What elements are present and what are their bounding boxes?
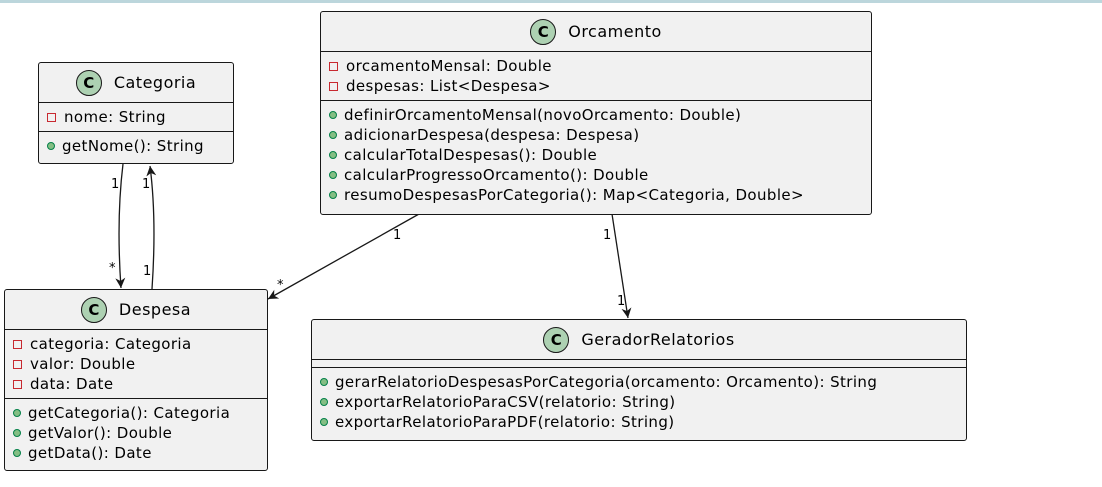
fields-section: orcamentoMensal: Double despesas: List<D… <box>321 52 871 101</box>
public-marker-icon <box>13 409 21 417</box>
field-text: categoria: Categoria <box>30 335 192 353</box>
class-orcamento[interactable]: C Orcamento orcamentoMensal: Double desp… <box>320 11 872 215</box>
method-row: getCategoria(): Categoria <box>13 403 267 423</box>
field-row: valor: Double <box>13 354 267 374</box>
method-row: gerarRelatorioDespesasPorCategoria(orcam… <box>320 372 966 392</box>
field-row: nome: String <box>47 107 233 127</box>
public-marker-icon <box>13 449 21 457</box>
method-row: exportarRelatorioParaCSV(relatorio: Stri… <box>320 392 966 412</box>
class-icon: C <box>75 69 102 96</box>
mult-categoria-despesa-target: * <box>109 261 116 276</box>
edge-despesa-categoria <box>146 165 157 290</box>
method-row: calcularProgressoOrcamento(): Double <box>329 165 871 185</box>
class-header: C Despesa <box>5 290 267 330</box>
class-header: C Categoria <box>39 63 233 103</box>
public-marker-icon <box>13 429 21 437</box>
class-name: GeradorRelatorios <box>581 330 735 349</box>
method-row: resumoDespesasPorCategoria(): Map<Catego… <box>329 185 871 205</box>
method-text: calcularProgressoOrcamento(): Double <box>344 166 649 184</box>
mult-despesa-categoria-source: 1 <box>143 264 151 279</box>
method-text: adicionarDespesa(despesa: Despesa) <box>344 126 640 144</box>
class-icon: C <box>80 296 107 323</box>
method-row: getData(): Date <box>13 443 267 463</box>
method-row: getNome(): String <box>47 136 233 156</box>
methods-section: getCategoria(): Categoria getValor(): Do… <box>5 399 267 467</box>
edge-orcamento-despesa <box>267 213 420 300</box>
private-marker-icon <box>13 339 22 349</box>
public-marker-icon <box>329 151 337 159</box>
top-border <box>0 0 1102 3</box>
private-marker-icon <box>47 112 56 122</box>
private-marker-icon <box>13 379 22 389</box>
field-row: data: Date <box>13 374 267 394</box>
method-row: definirOrcamentoMensal(novoOrcamento: Do… <box>329 105 871 125</box>
field-text: valor: Double <box>30 355 136 373</box>
public-marker-icon <box>329 111 337 119</box>
class-gerador-relatorios[interactable]: C GeradorRelatorios gerarRelatorioDespes… <box>311 319 967 441</box>
public-marker-icon <box>329 131 337 139</box>
public-marker-icon <box>320 398 328 406</box>
method-text: getCategoria(): Categoria <box>28 404 231 422</box>
field-row: orcamentoMensal: Double <box>329 56 871 76</box>
methods-section: getNome(): String <box>39 132 233 160</box>
method-row: getValor(): Double <box>13 423 267 443</box>
mult-orcamento-gerador-target: 1 <box>617 294 625 309</box>
methods-section: gerarRelatorioDespesasPorCategoria(orcam… <box>312 368 966 436</box>
mult-orcamento-gerador-source: 1 <box>603 228 611 243</box>
field-row: categoria: Categoria <box>13 334 267 354</box>
class-icon: C <box>530 18 557 45</box>
public-marker-icon <box>329 171 337 179</box>
method-row: adicionarDespesa(despesa: Despesa) <box>329 125 871 145</box>
public-marker-icon <box>329 191 337 199</box>
public-marker-icon <box>320 418 328 426</box>
mult-orcamento-despesa-target: * <box>277 278 284 293</box>
class-name: Orcamento <box>568 22 662 41</box>
method-text: gerarRelatorioDespesasPorCategoria(orcam… <box>335 373 878 391</box>
public-marker-icon <box>320 378 328 386</box>
class-name: Categoria <box>113 73 197 92</box>
method-text: calcularTotalDespesas(): Double <box>344 146 598 164</box>
field-text: orcamentoMensal: Double <box>346 57 552 75</box>
class-name: Despesa <box>118 300 192 319</box>
method-text: exportarRelatorioParaCSV(relatorio: Stri… <box>335 393 676 411</box>
mult-categoria-despesa-source: 1 <box>111 177 119 192</box>
field-row: despesas: List<Despesa> <box>329 76 871 96</box>
method-text: exportarRelatorioParaPDF(relatorio: Stri… <box>335 413 675 431</box>
mult-orcamento-despesa-source: 1 <box>393 228 401 243</box>
class-icon: C <box>543 326 570 353</box>
private-marker-icon <box>329 61 338 71</box>
fields-section: categoria: Categoria valor: Double data:… <box>5 330 267 399</box>
method-text: getValor(): Double <box>28 424 173 442</box>
fields-section <box>312 360 966 368</box>
private-marker-icon <box>13 359 22 369</box>
method-text: resumoDespesasPorCategoria(): Map<Catego… <box>344 186 805 204</box>
method-text: getNome(): String <box>62 137 204 155</box>
class-header: C GeradorRelatorios <box>312 320 966 360</box>
fields-section: nome: String <box>39 103 233 132</box>
method-text: getData(): Date <box>28 444 152 462</box>
method-text: definirOrcamentoMensal(novoOrcamento: Do… <box>344 106 742 124</box>
field-text: despesas: List<Despesa> <box>346 77 551 95</box>
methods-section: definirOrcamentoMensal(novoOrcamento: Do… <box>321 101 871 209</box>
class-despesa[interactable]: C Despesa categoria: Categoria valor: Do… <box>4 289 268 471</box>
field-text: data: Date <box>30 375 114 393</box>
method-row: calcularTotalDespesas(): Double <box>329 145 871 165</box>
mult-despesa-categoria-target: 1 <box>142 177 150 192</box>
edge-orcamento-gerador <box>611 213 632 319</box>
edge-categoria-despesa <box>115 163 126 289</box>
class-header: C Orcamento <box>321 12 871 52</box>
field-text: nome: String <box>64 108 166 126</box>
class-categoria[interactable]: C Categoria nome: String getNome(): Stri… <box>38 62 234 164</box>
private-marker-icon <box>329 81 338 91</box>
method-row: exportarRelatorioParaPDF(relatorio: Stri… <box>320 412 966 432</box>
public-marker-icon <box>47 142 55 150</box>
